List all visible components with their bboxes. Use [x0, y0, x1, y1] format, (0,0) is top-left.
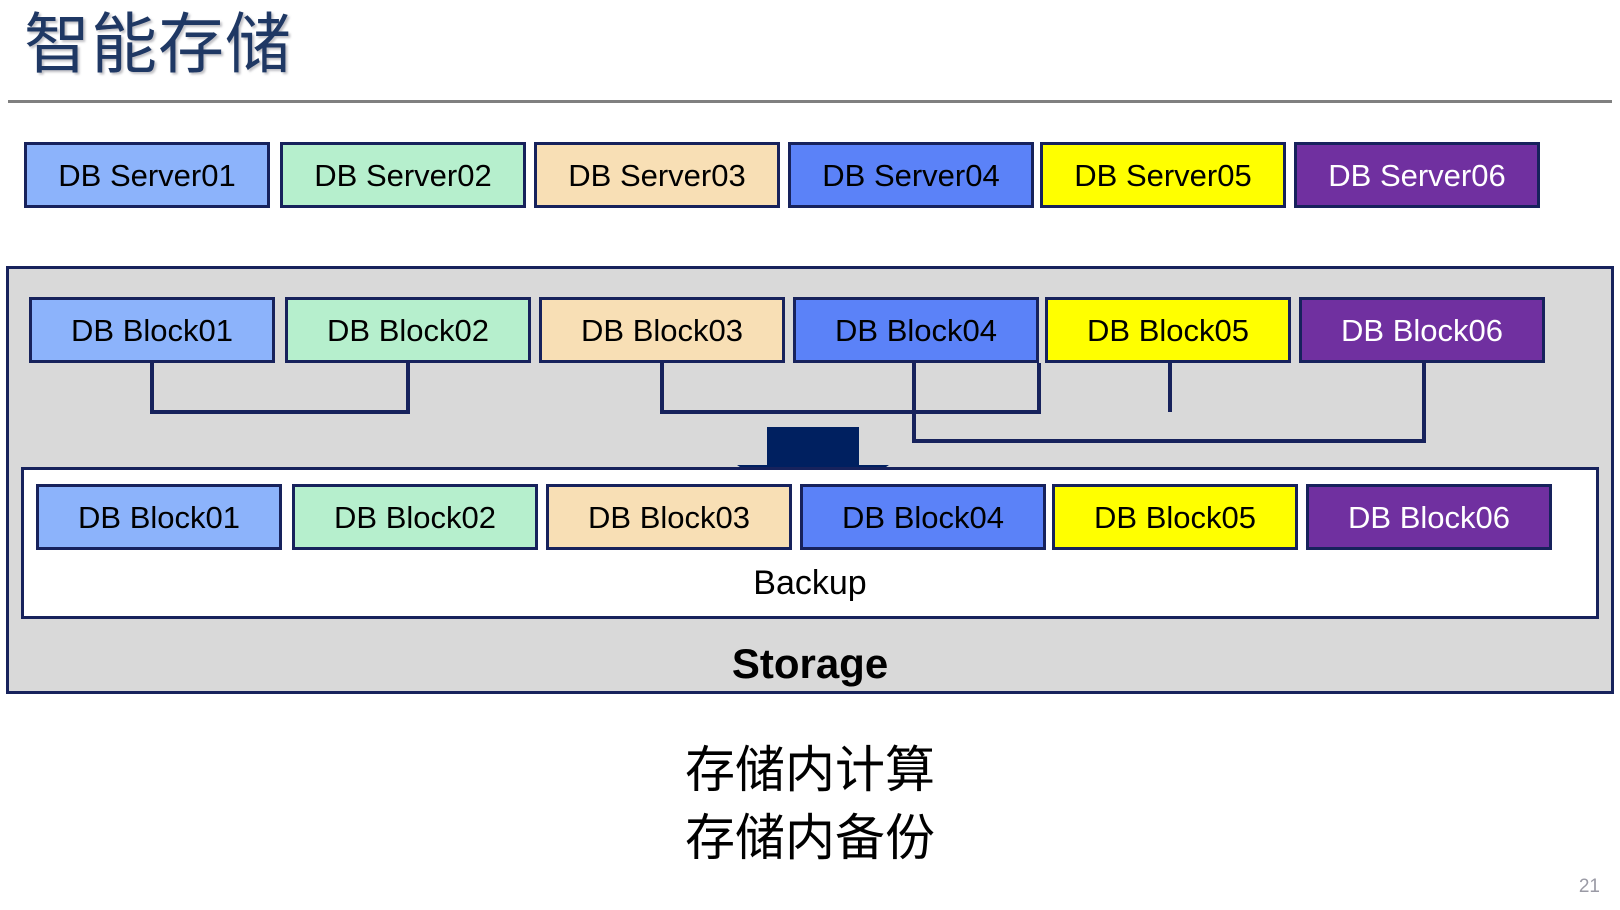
db-server-box-4: DB Server04	[788, 142, 1034, 208]
db-block-box-3: DB Block03	[539, 297, 785, 363]
db-block-box-label: DB Block04	[835, 312, 997, 348]
page-number: 21	[1578, 876, 1600, 897]
db-block-backup-box-label: DB Block06	[1348, 499, 1510, 535]
db-block-box-label: DB Block02	[327, 312, 489, 348]
db-block-box-label: DB Block03	[581, 312, 743, 348]
db-server-box-2: DB Server02	[280, 142, 526, 208]
db-server-box-1: DB Server01	[24, 142, 270, 208]
db-block-backup-box-label: DB Block01	[78, 499, 240, 535]
db-server-box-label: DB Server06	[1328, 157, 1506, 193]
db-block-backup-box-4: DB Block04	[800, 484, 1046, 550]
db-block-backup-box-label: DB Block04	[842, 499, 1004, 535]
title-divider	[8, 100, 1612, 103]
backup-label: Backup	[753, 564, 867, 602]
db-server-box-label: DB Server03	[568, 157, 746, 193]
storage-container: DB Block01 DB Block02 DB Block03 DB Block04…	[6, 266, 1614, 694]
backup-area: DB Block01 DB Block02 DB Block03 DB Block04…	[21, 467, 1599, 619]
db-block-backup-box-5: DB Block05	[1052, 484, 1298, 550]
db-server-box-label: DB Server02	[314, 157, 492, 193]
caption-block: 存储内计算存储内备份	[0, 736, 1620, 872]
db-block-box-6: DB Block06	[1299, 297, 1545, 363]
db-server-box-6: DB Server06	[1294, 142, 1540, 208]
db-block-box-label: DB Block05	[1087, 312, 1249, 348]
storage-label: Storage	[731, 640, 889, 687]
db-block-backup-box-1: DB Block01	[36, 484, 282, 550]
db-server-box-3: DB Server03	[534, 142, 780, 208]
db-server-box-label: DB Server01	[58, 157, 236, 193]
db-block-backup-box-label: DB Block03	[588, 499, 750, 535]
page-title: 智能存储	[24, 7, 292, 81]
db-block-box-1: DB Block01	[29, 297, 275, 363]
db-block-box-2: DB Block02	[285, 297, 531, 363]
db-block-box-label: DB Block06	[1341, 312, 1503, 348]
db-server-box-5: DB Server05	[1040, 142, 1286, 208]
db-block-box-4: DB Block04	[793, 297, 1039, 363]
db-block-backup-box-label: DB Block05	[1094, 499, 1256, 535]
db-block-box-5: DB Block05	[1045, 297, 1291, 363]
db-server-box-label: DB Server04	[822, 157, 1000, 193]
db-block-backup-box-2: DB Block02	[292, 484, 538, 550]
caption-line-2: 存储内备份	[685, 810, 935, 866]
db-server-box-label: DB Server05	[1074, 157, 1252, 193]
db-block-backup-box-3: DB Block03	[546, 484, 792, 550]
db-block-backup-box-label: DB Block02	[334, 499, 496, 535]
db-block-backup-box-6: DB Block06	[1306, 484, 1552, 550]
db-block-box-label: DB Block01	[71, 312, 233, 348]
caption-line-1: 存储内计算	[685, 742, 935, 798]
